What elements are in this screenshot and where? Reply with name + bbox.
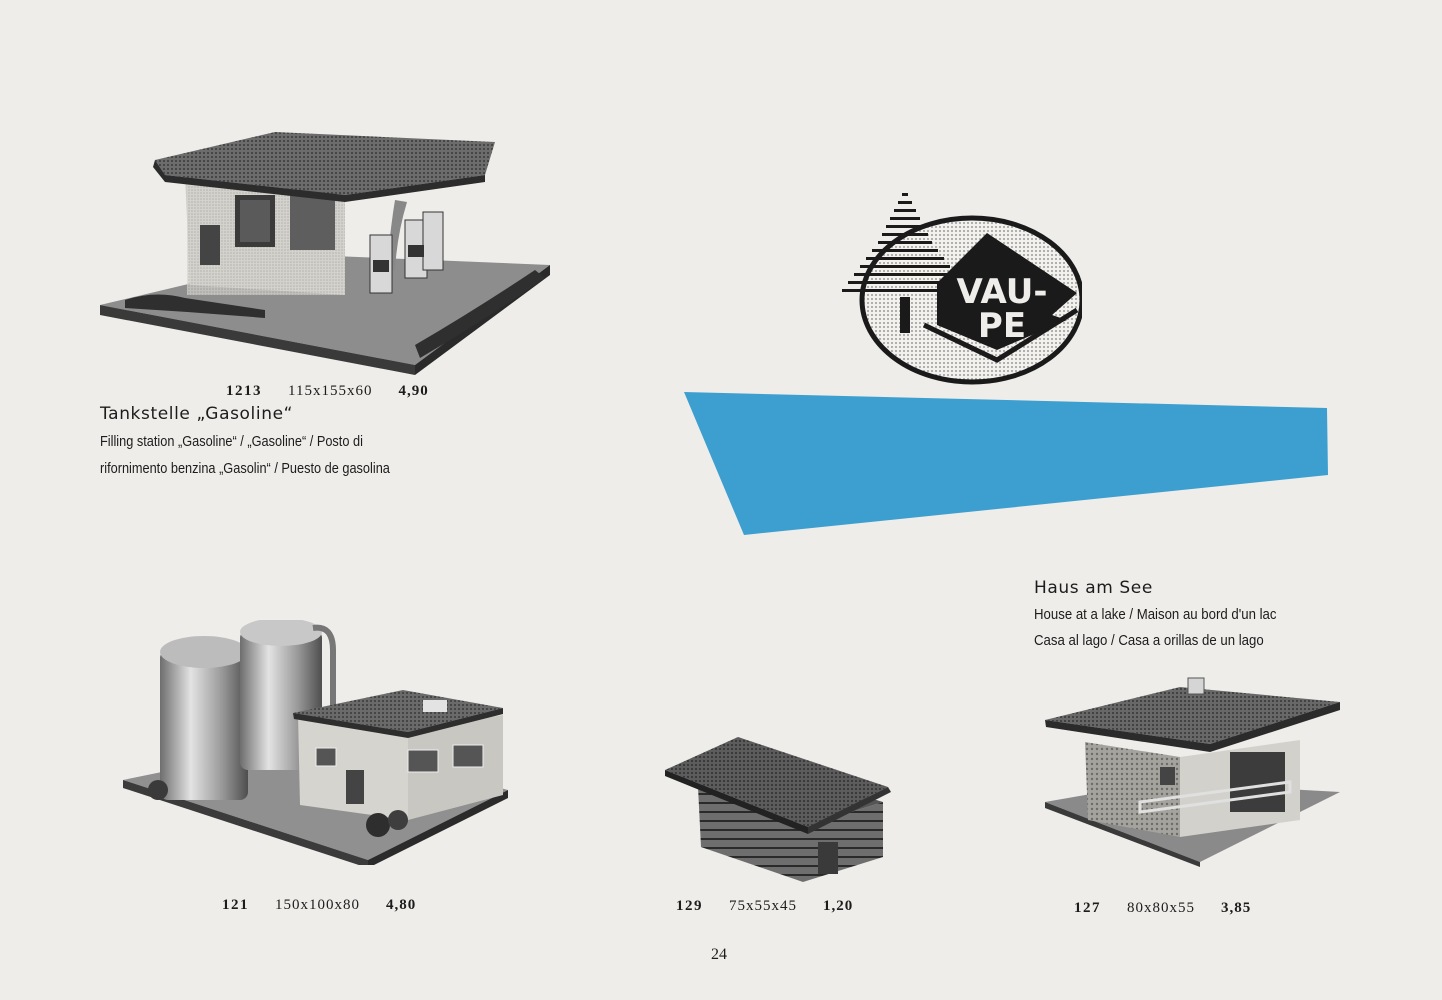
cabin-dimensions: 75x55x45	[729, 898, 797, 914]
lakehouse-dimensions: 80x80x55	[1127, 900, 1195, 916]
gasoline-product-number: 1213	[226, 383, 262, 399]
cabin-product-number: 129	[676, 898, 703, 914]
logo-text-line1: VAU-	[957, 272, 1048, 312]
gas-station-model-image	[100, 132, 550, 375]
gasoline-description-line1: Filling station „Gasoline“ / „Gasoline“ …	[100, 433, 363, 450]
cabin-price: 1,20	[823, 898, 854, 914]
gasoline-description-line2: rifornimento benzina „Gasolin“ / Puesto …	[100, 460, 390, 477]
gasoline-dimensions: 115x155x60	[288, 383, 373, 399]
silo-spec-line: 121 150x100x80 4,80	[222, 897, 416, 914]
lakehouse-product-number: 127	[1074, 900, 1101, 916]
lakehouse-description-line1: House at a lake / Maison au bord d'un la…	[1034, 606, 1277, 623]
lakehouse-description-line2: Casa al lago / Casa a orillas de un lago	[1034, 632, 1264, 649]
page-number: 24	[711, 946, 727, 963]
vau-pe-logo: VAU- PE	[842, 193, 1082, 385]
silo-farm-model-image	[123, 620, 508, 865]
lakehouse-spec-line: 127 80x80x55 3,85	[1074, 900, 1251, 917]
gasoline-price: 4,90	[398, 383, 429, 399]
lake-house-model-image	[1045, 677, 1340, 867]
lakehouse-price: 3,85	[1221, 900, 1252, 916]
logo-text-line2: PE	[978, 306, 1026, 346]
silo-product-number: 121	[222, 897, 249, 913]
gasoline-title: Tankstelle „Gasoline“	[100, 404, 294, 424]
lakehouse-title: Haus am See	[1034, 578, 1153, 598]
blue-banner-shape	[684, 392, 1328, 535]
cabin-spec-line: 129 75x55x45 1,20	[676, 898, 853, 915]
gasoline-spec-line: 1213 115x155x60 4,90	[226, 383, 429, 400]
silo-dimensions: 150x100x80	[275, 897, 360, 913]
silo-price: 4,80	[386, 897, 417, 913]
log-cabin-model-image	[665, 737, 891, 882]
